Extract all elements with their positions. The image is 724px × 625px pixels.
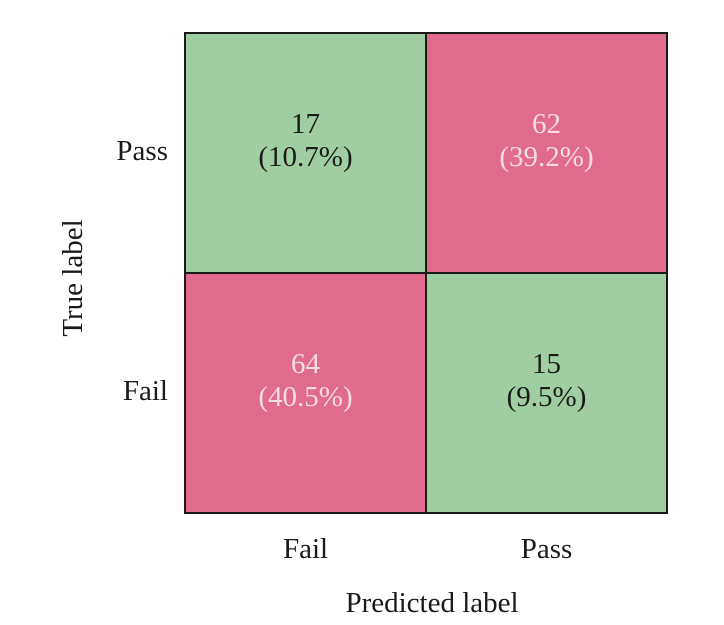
cell-percent-label: (9.5%) [507, 381, 587, 413]
x-tick-labels: Fail Pass [283, 533, 572, 565]
cell-count-label: 15 [532, 348, 561, 380]
cell-count-label: 17 [291, 108, 320, 140]
matrix-border [184, 32, 668, 514]
cell-count-label: 62 [532, 108, 561, 140]
cell-percent-label: (10.7%) [258, 141, 352, 173]
x-axis-title: Predicted label [345, 587, 518, 619]
y-axis-title: True label [57, 219, 89, 336]
y-tick-label: Pass [116, 135, 168, 167]
cell-percent-label: (39.2%) [499, 141, 593, 173]
cell-count-label: 64 [291, 348, 321, 380]
matrix-cell [184, 32, 427, 274]
matrix-cell [425, 272, 668, 514]
matrix-cell [184, 272, 427, 514]
x-tick-label: Pass [521, 533, 573, 565]
cell-percent-label: (40.5%) [258, 381, 352, 413]
y-tick-label: Fail [123, 375, 168, 407]
cells-layer: 17(10.7%) 62(39.2%) 64(40.5%) 15(9.5%) [184, 32, 668, 514]
x-tick-label: Fail [283, 533, 328, 565]
